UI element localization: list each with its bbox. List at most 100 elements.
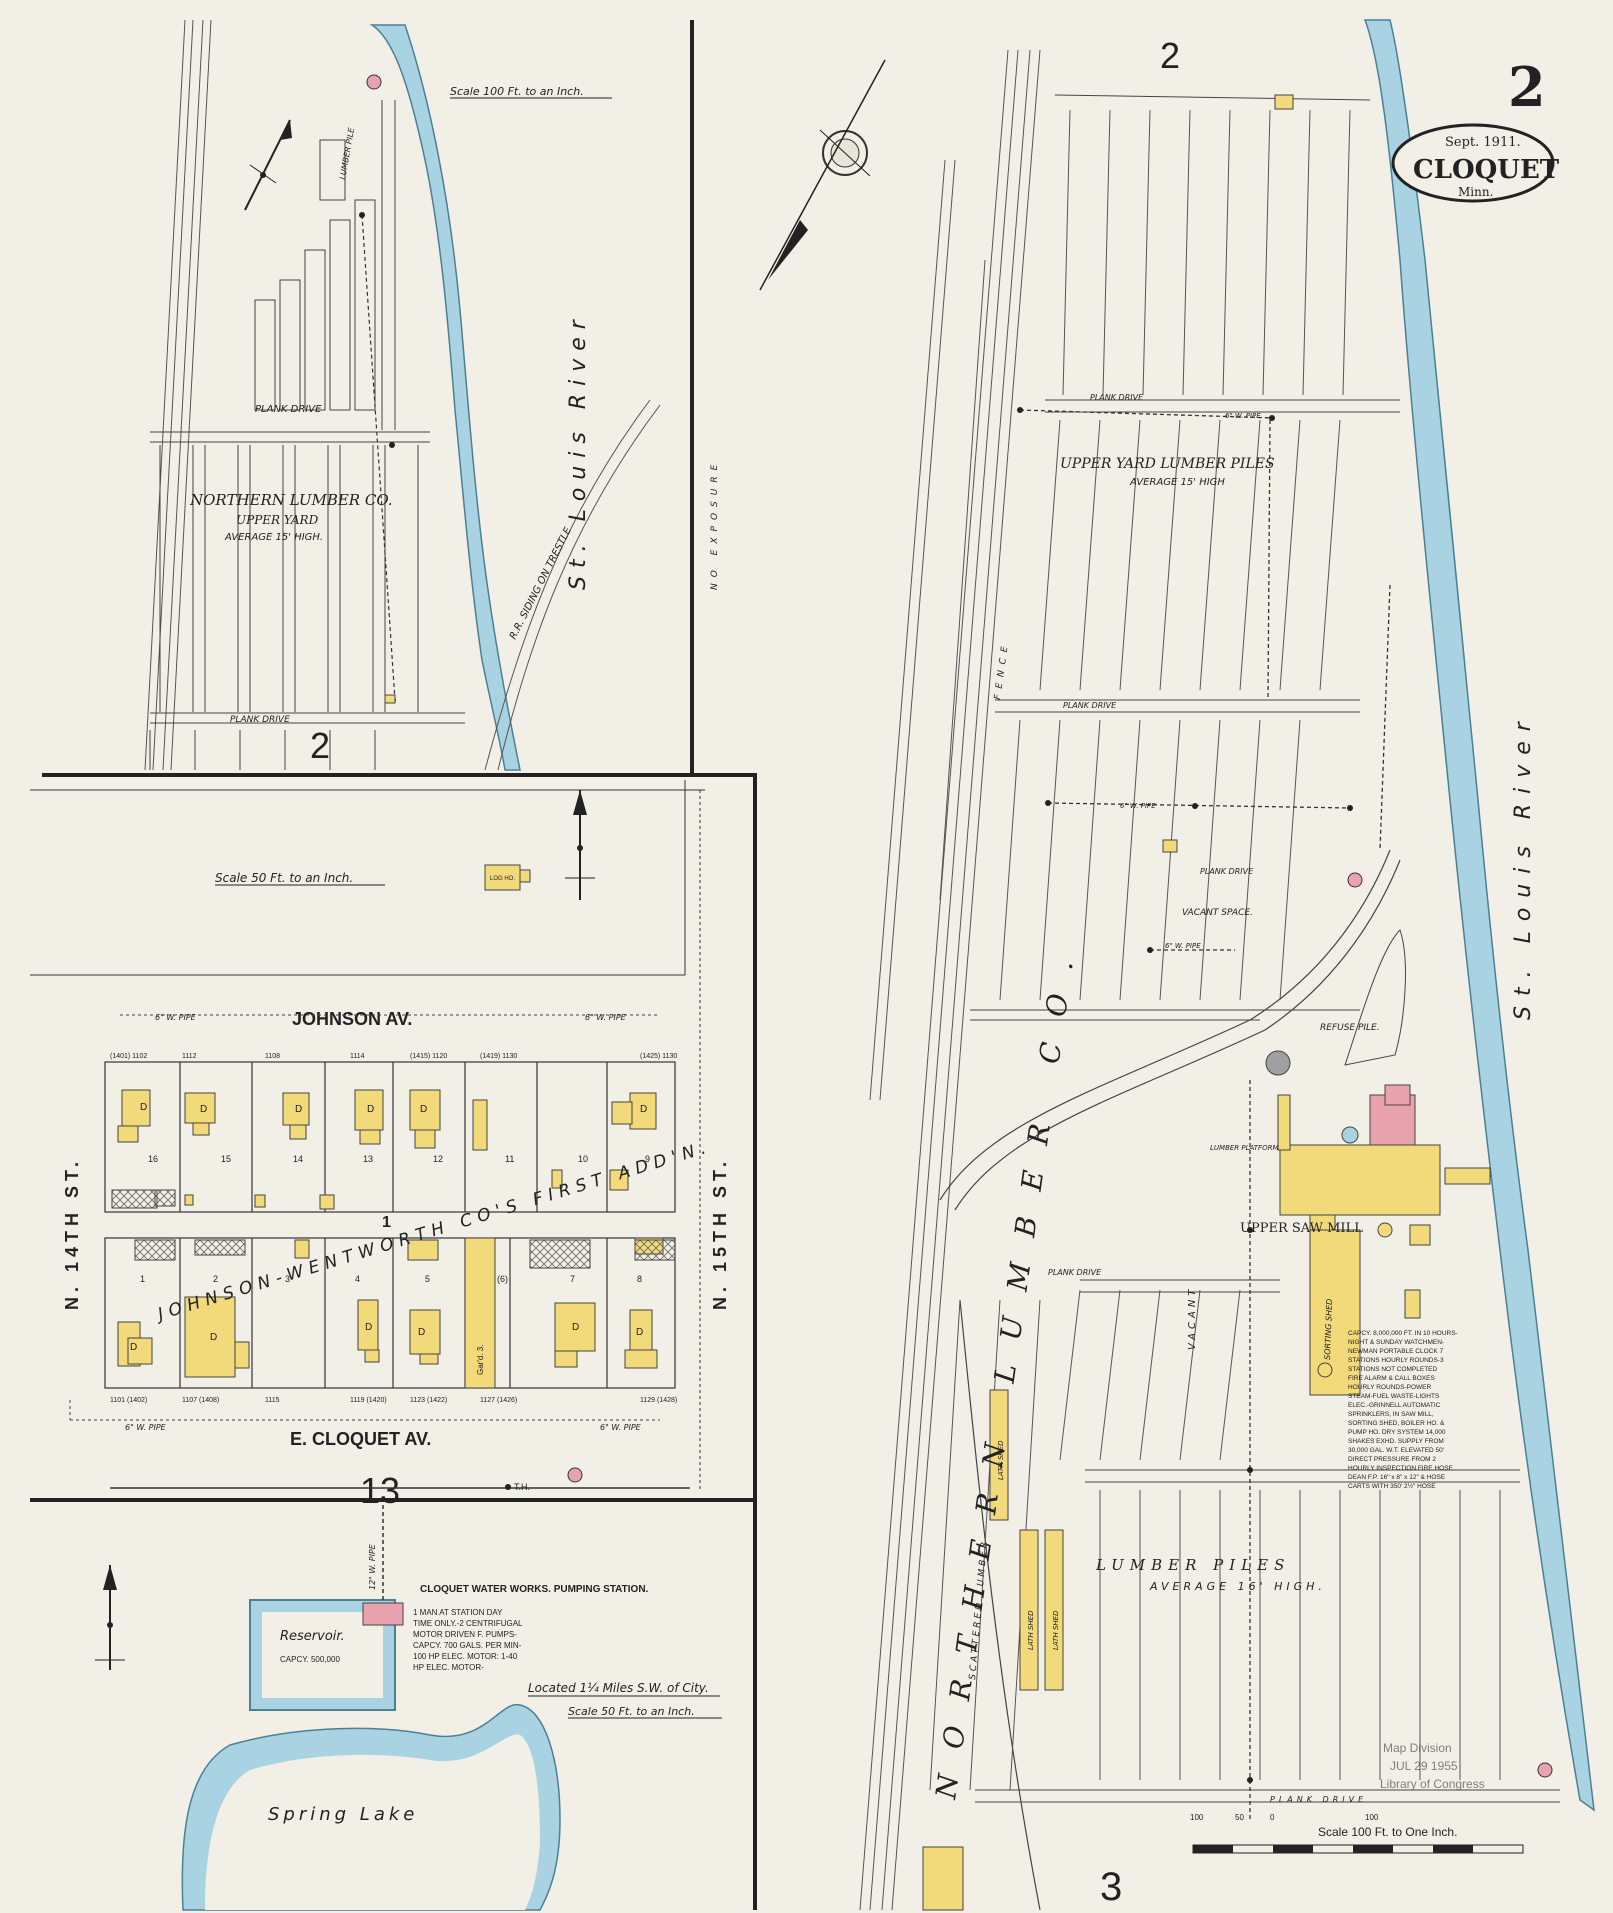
cartouche-city: CLOQUET — [1413, 155, 1560, 185]
plank-drive-mill: PLANK DRIVE — [1048, 1268, 1102, 1277]
sheet-number: 2 — [1508, 55, 1546, 119]
street-n-14th-st: N. 14TH ST. — [62, 1157, 82, 1310]
st-louis-river-top-left — [369, 24, 521, 771]
address-north: (1425) 1130 — [640, 1053, 677, 1060]
log-house-building — [484, 864, 521, 891]
upper-saw-mill-label: UPPER SAW MILL — [1240, 1221, 1363, 1236]
lath-shed-label-2: LATH SHED — [1027, 1610, 1035, 1650]
cartouche-date: Sept. 1911. — [1445, 135, 1521, 150]
plank-drive-label-top-left: PLANK DRIVE — [255, 404, 322, 415]
pipe-label-upper: 6" W. PIPE — [1225, 412, 1261, 420]
svg-text:NIGHT & SUNDAY WATCHMEN-: NIGHT & SUNDAY WATCHMEN- — [1348, 1339, 1444, 1346]
address-south: 1127 (1426) — [480, 1397, 517, 1404]
scale-bar: 100 50 0 100 Scale 100 Ft. to One Inch. — [1190, 1813, 1524, 1854]
mill-notes: CAPCY. 8,000,000 FT. IN 10 HOURS- NIGHT … — [1348, 1330, 1458, 1490]
svg-text:0: 0 — [1270, 1813, 1275, 1822]
reservoir-label: Reservoir. — [280, 1629, 345, 1644]
plank-drive-middle: PLANK DRIVE — [1063, 701, 1117, 710]
upper-yard-label: UPPER YARD — [236, 513, 319, 527]
upper-saw-mill — [1265, 929, 1491, 1396]
pipe-label-johnson-e: 6" W. PIPE — [585, 1013, 627, 1022]
dwelling-mark: D — [418, 1327, 425, 1338]
pipe-label-johnson-w: 6" W. PIPE — [155, 1013, 197, 1022]
address-south: 1123 (1422) — [410, 1397, 447, 1404]
address-south: 1107 (1408) — [182, 1397, 219, 1404]
north-arrow-middle-icon — [565, 790, 595, 900]
scale-label-middle-left: Scale 50 Ft. to an Inch. — [215, 871, 353, 885]
address-north: 1112 — [182, 1053, 197, 1060]
water-pipe-label: 12" W. PIPE — [368, 1543, 377, 1590]
sheet-ref-top-left: 2 — [310, 725, 330, 766]
address-north: (1401) 1102 — [110, 1053, 147, 1060]
svg-text:HOURLY INSPECTION FIRE HOSE: HOURLY INSPECTION FIRE HOSE — [1348, 1465, 1454, 1472]
svg-text:JUL 29 1955: JUL 29 1955 — [1390, 1759, 1458, 1773]
svg-text:STEAM-FUEL WASTE-LIGHTS: STEAM-FUEL WASTE-LIGHTS — [1348, 1393, 1440, 1400]
svg-text:100: 100 — [1190, 1813, 1204, 1822]
address-south: 1101 (1402) — [110, 1397, 147, 1404]
th-label: T.H. — [514, 1482, 530, 1492]
svg-text:PUMP HO. DRY SYSTEM 14,000: PUMP HO. DRY SYSTEM 14,000 — [1348, 1429, 1446, 1436]
spring-lake-label: Spring Lake — [268, 1804, 418, 1825]
upper-yard-average: AVERAGE 15' HIGH — [1129, 477, 1225, 488]
sheet-ref-top: 2 — [1160, 35, 1180, 76]
lumber-piles-label: LUMBER PILES — [1095, 1556, 1290, 1574]
plank-drive-label-bottom: PLANK DRIVE — [230, 715, 290, 725]
svg-text:CAPCY. 8,000,000 FT. IN 10 HOU: CAPCY. 8,000,000 FT. IN 10 HOURS- — [1348, 1330, 1458, 1337]
svg-text:TIME ONLY.-2 CENTRIFUGAL: TIME ONLY.-2 CENTRIFUGAL — [413, 1619, 523, 1628]
upper-yard-lumber-piles: UPPER YARD LUMBER PILES — [1060, 456, 1275, 472]
address-north: (1415) 1120 — [410, 1053, 447, 1060]
dwelling-mark: D — [295, 1104, 302, 1115]
title-cartouche: Sept. 1911. CLOQUET Minn. 2 — [1391, 55, 1560, 203]
svg-text:Library of Congress: Library of Congress — [1380, 1777, 1485, 1791]
dwelling-mark: D — [420, 1104, 427, 1115]
address-south: 1129 (1428) — [640, 1397, 677, 1404]
svg-text:SORTING SHED, BOILER HO. &: SORTING SHED, BOILER HO. & — [1348, 1420, 1445, 1427]
lath-shed-label-1: LATH SHED — [997, 1440, 1005, 1480]
dwelling-mark: D — [640, 1104, 647, 1115]
scale-label-top-left: Scale 100 Ft. to an Inch. — [450, 85, 584, 98]
svg-text:STATIONS HOURLY ROUNDS-3: STATIONS HOURLY ROUNDS-3 — [1348, 1357, 1444, 1364]
lot-number-south: 3 — [285, 1274, 290, 1284]
location-note: Located 1¼ Miles S.W. of City. — [528, 1681, 709, 1695]
dwelling-mark: D — [636, 1327, 643, 1338]
plank-drive-bottom: PLANK DRIVE — [1270, 1795, 1367, 1804]
log-house-label: LOG HO. — [490, 876, 515, 882]
dwelling-mark: D — [572, 1322, 579, 1333]
svg-text:CARTS WITH 350' 2½" HOSE: CARTS WITH 350' 2½" HOSE — [1348, 1482, 1436, 1490]
bottom-left-panel: Reservoir. CAPCY. 500,000 12" W. PIPE CL… — [95, 1505, 722, 1825]
lot-number-south: 2 — [213, 1274, 218, 1284]
north-arrow-bottom-icon — [95, 1565, 125, 1670]
plank-drive-right: PLANK DRIVE — [1200, 867, 1254, 876]
svg-text:FIRE ALARM & CALL BOXES: FIRE ALARM & CALL BOXES — [1348, 1375, 1435, 1382]
north-arrow-icon — [244, 119, 292, 211]
svg-text:100 HP ELEC. MOTOR: 1-40: 100 HP ELEC. MOTOR: 1-40 — [413, 1652, 518, 1661]
pipe-label-middle: 6" W. PIPE — [1120, 802, 1156, 810]
svg-text:30,000 GAL. W.T. ELEVATED 50': 30,000 GAL. W.T. ELEVATED 50' — [1348, 1447, 1444, 1454]
svg-text:1 MAN AT STATION DAY: 1 MAN AT STATION DAY — [413, 1608, 503, 1617]
svg-text:STATIONS NOT COMPLETED: STATIONS NOT COMPLETED — [1348, 1366, 1438, 1373]
water-works-notes: 1 MAN AT STATION DAY TIME ONLY.-2 CENTRI… — [413, 1608, 523, 1672]
cartouche-state: Minn. — [1458, 185, 1493, 199]
address-south: 1115 — [265, 1397, 280, 1404]
svg-text:50: 50 — [1235, 1813, 1244, 1822]
street-e-cloquet-av: E. CLOQUET AV. — [290, 1429, 431, 1449]
vacant-label: VACANT — [1187, 1286, 1198, 1350]
garage-label: Gar'd. 3. — [476, 1345, 485, 1375]
st-louis-river-main — [1363, 19, 1595, 1812]
lot-number-north: 11 — [505, 1154, 514, 1164]
svg-text:NEWMAN PORTABLE CLOCK 7: NEWMAN PORTABLE CLOCK 7 — [1348, 1348, 1443, 1355]
main-scale-label: Scale 100 Ft. to One Inch. — [1318, 1825, 1457, 1839]
lath-sheds — [922, 1389, 1064, 1911]
sheet-ref-13: 13 — [360, 1470, 400, 1511]
river-label-main: St. Louis River — [1511, 712, 1536, 1020]
lot-number-north: 9 — [645, 1154, 650, 1164]
pumping-station-building — [362, 1602, 404, 1626]
lot-number-north: 15 — [221, 1154, 231, 1164]
no-exposure-label: NO EXPOSURE — [710, 459, 720, 590]
water-works-title: CLOQUET WATER WORKS. PUMPING STATION. — [420, 1584, 649, 1595]
lot-number-south: 8 — [637, 1274, 642, 1284]
dwelling-mark: D — [200, 1104, 207, 1115]
address-north: (1419) 1130 — [480, 1053, 517, 1060]
